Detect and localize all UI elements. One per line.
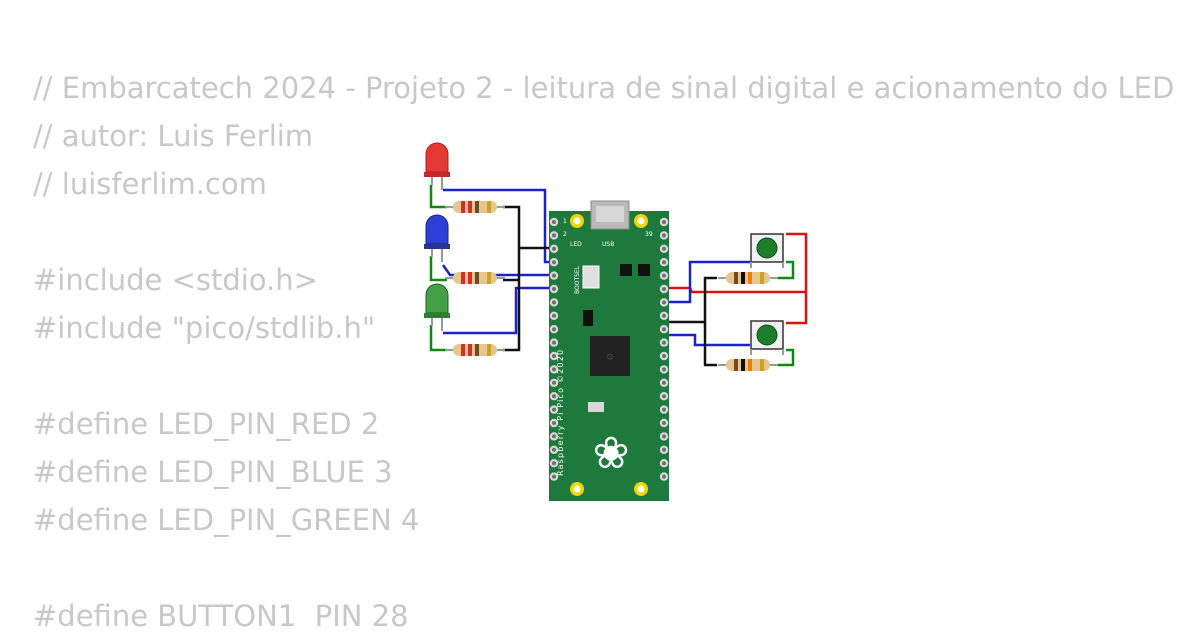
- header-pin-hole: [662, 434, 666, 439]
- header-pin-hole: [552, 260, 556, 265]
- header-pin-hole: [662, 407, 666, 412]
- header-pin-hole: [552, 421, 556, 425]
- wire-button1-signal: [658, 260, 750, 304]
- header-pin-hole: [552, 220, 556, 224]
- wire-green-led-signal: [443, 286, 562, 335]
- pushbutton-1: [750, 233, 784, 268]
- header-pin-hole: [662, 461, 666, 466]
- header-pin-hole: [552, 300, 556, 305]
- led-silk-label: LED: [570, 241, 582, 248]
- resistor-button-2: [717, 358, 779, 372]
- header-pin-hole: [552, 287, 556, 291]
- header-pin-hole: [662, 260, 666, 265]
- header-pin-hole: [552, 354, 556, 358]
- header-pin-hole: [662, 367, 666, 372]
- wire-button2-signal: [658, 333, 750, 347]
- header-pin-hole: [552, 461, 556, 466]
- board-name: Raspberry Pi Pico ©2020: [556, 349, 565, 476]
- header-pin-hole: [552, 246, 556, 251]
- header-pin-hole: [662, 233, 666, 238]
- header-pin-hole: [552, 367, 556, 372]
- code-line: // Embarcatech 2024 - Projeto 2 - leitur…: [33, 71, 1175, 105]
- raspberry-logo: ❀: [593, 428, 630, 479]
- header-pin-hole: [552, 407, 556, 412]
- wire-ground-right: [658, 276, 717, 324]
- resistor-green-led: [444, 343, 506, 357]
- code-line: // luisferlim.com: [33, 167, 267, 201]
- code-line: #define LED_PIN_GREEN 4: [33, 503, 420, 537]
- header-pin-hole: [662, 273, 666, 278]
- code-line: #define LED_PIN_RED 2: [33, 407, 380, 441]
- header-pin-hole: [662, 394, 666, 399]
- rp2040-chip: [590, 336, 630, 376]
- code-line: // autor: Luis Ferlim: [33, 119, 314, 153]
- header-pin-hole: [552, 447, 556, 452]
- wire-blue-led-signal: [441, 264, 562, 277]
- bootsel-label: BOOTSEL: [574, 265, 581, 294]
- header-pin-hole: [552, 434, 556, 439]
- code-background: // Embarcatech 2024 - Projeto 2 - leitur…: [33, 64, 1174, 640]
- resistor-red-led: [444, 200, 506, 214]
- pin1-label: 1: [563, 218, 567, 225]
- svg-text:⚙: ⚙: [606, 353, 614, 363]
- header-pin-hole: [662, 447, 666, 452]
- header-pin-hole: [662, 421, 666, 425]
- pico-board: ⚙ ❀ 1 2 39 LED USB BOOTSEL Raspberry Pi …: [549, 200, 669, 501]
- header-pin-hole: [552, 273, 556, 278]
- header-pin-hole: [552, 340, 556, 345]
- code-line: #define BUTTON1 PIN 28: [33, 599, 409, 633]
- wire-ground-left: [503, 205, 521, 352]
- green-led: [424, 283, 450, 331]
- pushbutton-2: [750, 320, 784, 355]
- red-led: [424, 142, 450, 190]
- blue-led: [424, 214, 450, 262]
- header-pin-hole: [662, 354, 666, 358]
- header-pin-hole: [662, 340, 666, 345]
- header-pin-hole: [662, 474, 666, 479]
- header-pin-hole: [552, 327, 556, 332]
- header-pin-hole: [662, 327, 666, 332]
- header-pin-hole: [662, 287, 666, 291]
- resistor-button-1: [717, 271, 779, 285]
- wire-red-led-signal: [443, 188, 562, 264]
- header-pin-hole: [552, 380, 556, 385]
- header-pin-hole: [552, 313, 556, 318]
- header-pin-hole: [662, 300, 666, 305]
- header-pin-hole: [662, 380, 666, 385]
- header-pin-hole: [662, 313, 666, 318]
- code-line: #include "pico/stdlib.h": [33, 311, 376, 345]
- header-pin-hole: [662, 246, 666, 251]
- pin2-label: 2: [563, 231, 567, 238]
- header-pin-hole: [552, 474, 556, 479]
- usb-silk-label: USB: [602, 241, 614, 248]
- code-line: #include <stdio.h>: [33, 263, 318, 297]
- header-pin-hole: [552, 233, 556, 238]
- header-pin-hole: [552, 394, 556, 399]
- pin39-label: 39: [645, 231, 653, 238]
- header-pin-hole: [662, 220, 666, 224]
- bootsel-button: [582, 265, 600, 289]
- wires: [429, 185, 808, 367]
- code-line: #define LED_PIN_BLUE 3: [33, 455, 393, 489]
